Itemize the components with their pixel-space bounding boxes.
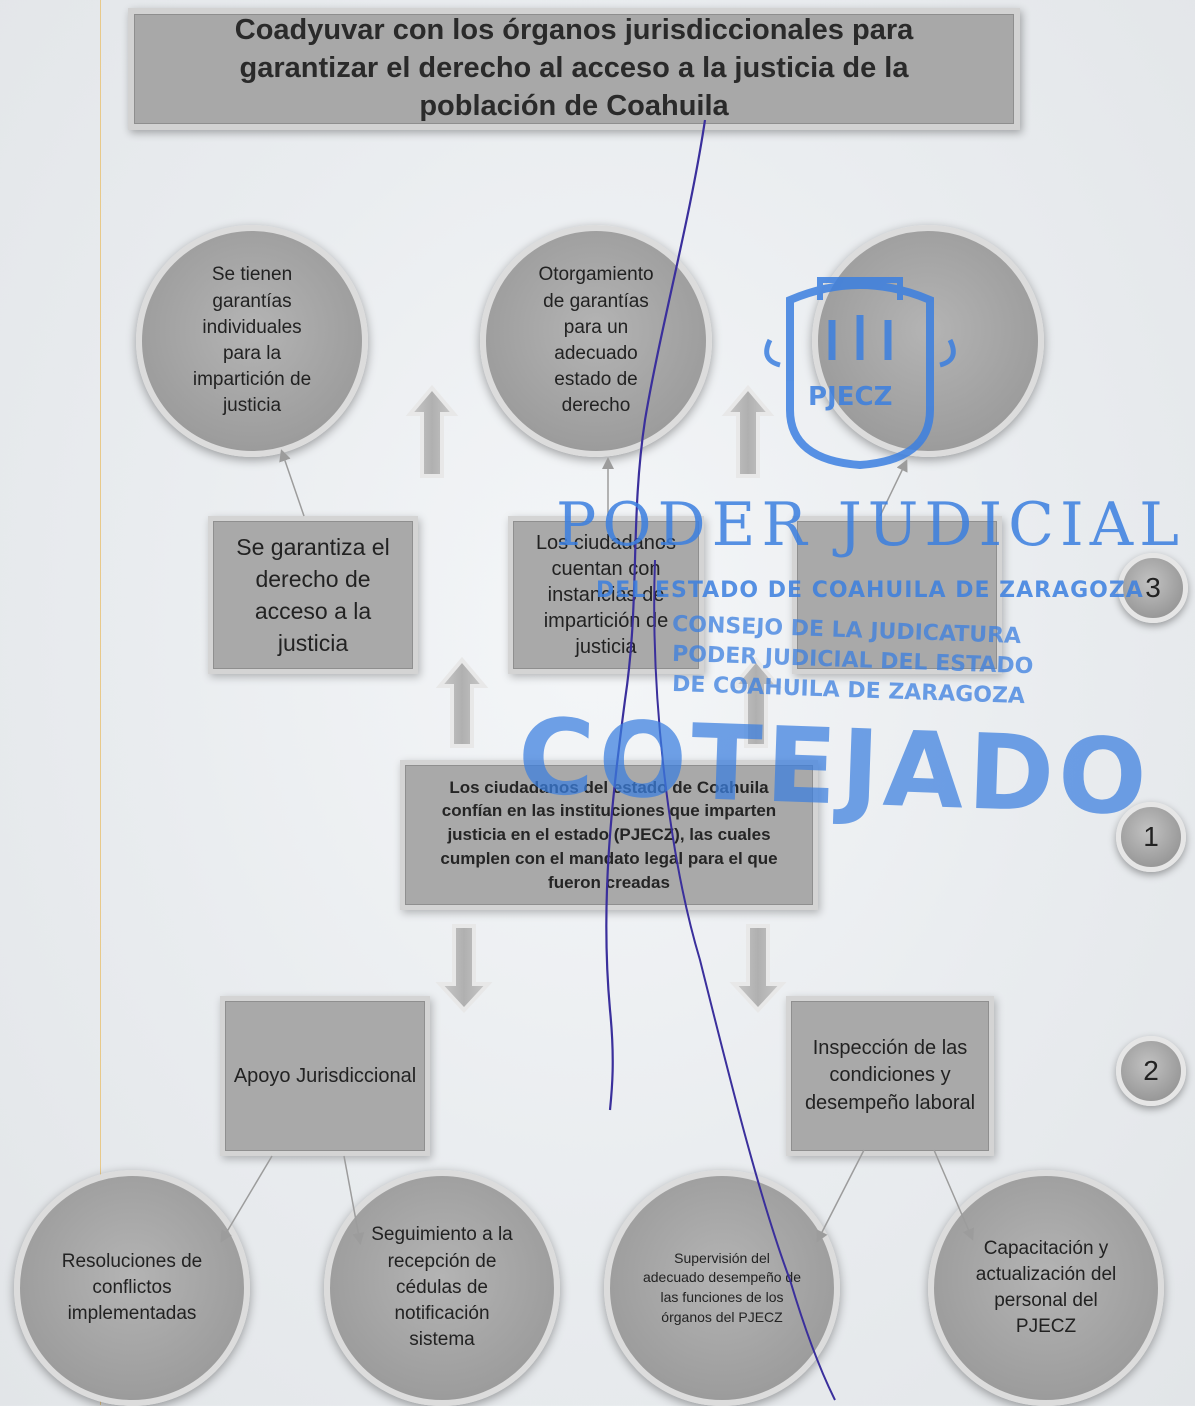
- level-badge-3: 3: [1118, 553, 1188, 623]
- level-badge-1: 1: [1116, 802, 1186, 872]
- activity-circle-3-text: Supervisión del adecuado desempeño de la…: [642, 1249, 802, 1325]
- result-circle-2: Otorgamiento de garantías para un adecua…: [480, 225, 712, 457]
- stamp-cotejado: COTEJADO: [516, 694, 1153, 840]
- activity-circle-3: Supervisión del adecuado desempeño de la…: [604, 1170, 840, 1406]
- stamp-del-estado: DEL ESTADO DE COAHUILA DE ZARAGOZA: [596, 578, 1144, 603]
- activity-circle-1-text: Resoluciones de conflictos implementadas: [61, 1250, 203, 1325]
- up-arrow-3: [435, 656, 489, 748]
- level-badge-2: 2: [1116, 1036, 1186, 1106]
- level-badge-2-text: 2: [1143, 1055, 1159, 1086]
- component-box-1-text: Apoyo Jurisdiccional: [233, 1064, 417, 1087]
- objective-title-box: Coadyuvar con los órganos jurisdiccional…: [128, 8, 1020, 130]
- level-badge-3-text: 3: [1145, 572, 1161, 603]
- connector-6: [816, 1149, 865, 1243]
- result-circle-1: Se tienen garantías individuales para la…: [136, 225, 368, 457]
- result-box-1: Se garantiza el derecho de acceso a la j…: [208, 516, 418, 674]
- activity-circle-4-text: Capacitación y actualización del persona…: [975, 1237, 1117, 1338]
- component-box-2-text: Inspección de las condiciones y desempeñ…: [804, 1036, 976, 1114]
- margin-line: [100, 0, 101, 1405]
- result-circle-2-text: Otorgamiento de garantías para un adecua…: [538, 264, 654, 417]
- level-badge-1-text: 1: [1143, 821, 1159, 852]
- up-arrow-2: [721, 384, 775, 478]
- result-circle-1-text: Se tienen garantías individuales para la…: [192, 264, 312, 417]
- result-box-1-text: Se garantiza el derecho de acceso a la j…: [236, 533, 390, 657]
- down-arrow-1: [435, 924, 493, 1013]
- activity-circle-4: Capacitación y actualización del persona…: [928, 1170, 1164, 1406]
- connector-1: [279, 449, 305, 517]
- stamp-poder-judicial: PODER JUDICIAL: [556, 490, 1185, 560]
- up-arrow-1: [405, 384, 459, 478]
- activity-circle-2-text: Seguimiento a la recepción de cédulas de…: [371, 1224, 513, 1351]
- result-circle-3: [812, 225, 1044, 457]
- activity-circle-1: Resoluciones de conflictos implementadas: [14, 1170, 250, 1406]
- component-box-1: Apoyo Jurisdiccional: [220, 996, 430, 1156]
- objective-title: Coadyuvar con los órganos jurisdiccional…: [234, 14, 914, 122]
- seal-text: PJECZ: [808, 382, 893, 412]
- component-box-2: Inspección de las condiciones y desempeñ…: [786, 996, 994, 1156]
- down-arrow-2: [729, 924, 787, 1013]
- activity-circle-2: Seguimiento a la recepción de cédulas de…: [324, 1170, 560, 1406]
